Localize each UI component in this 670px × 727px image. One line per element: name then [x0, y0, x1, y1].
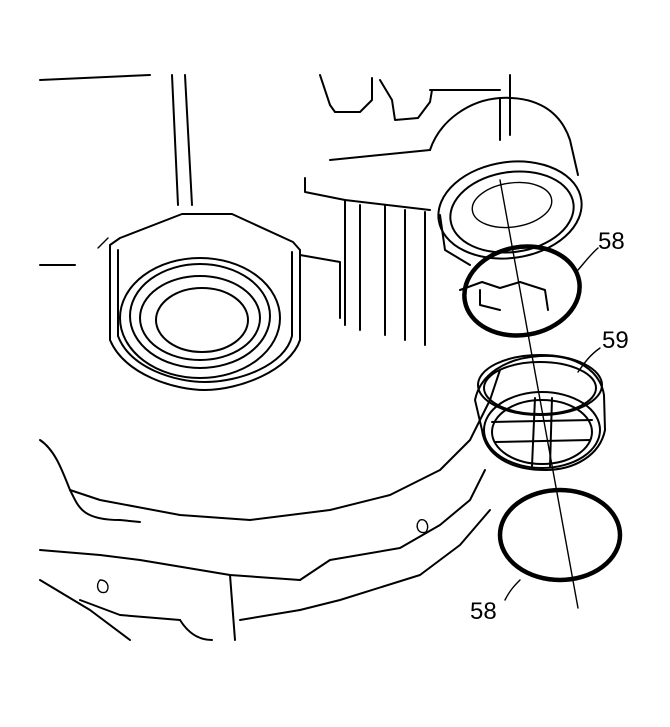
callout-58-upper: 58 — [598, 228, 625, 255]
assembly-axis — [499, 179, 579, 609]
leader-59 — [577, 347, 601, 373]
transmission-case — [39, 74, 511, 641]
piston-bore — [429, 96, 583, 311]
upper-o-ring — [462, 244, 582, 338]
piston — [474, 354, 606, 471]
callout-59: 59 — [602, 327, 629, 354]
leader-lines — [504, 247, 601, 601]
left-bore-seal — [109, 213, 301, 391]
callout-58-lower: 58 — [470, 598, 497, 625]
leader-lower-58 — [504, 579, 521, 601]
lower-o-ring — [497, 487, 623, 583]
leader-upper-58 — [577, 247, 599, 271]
